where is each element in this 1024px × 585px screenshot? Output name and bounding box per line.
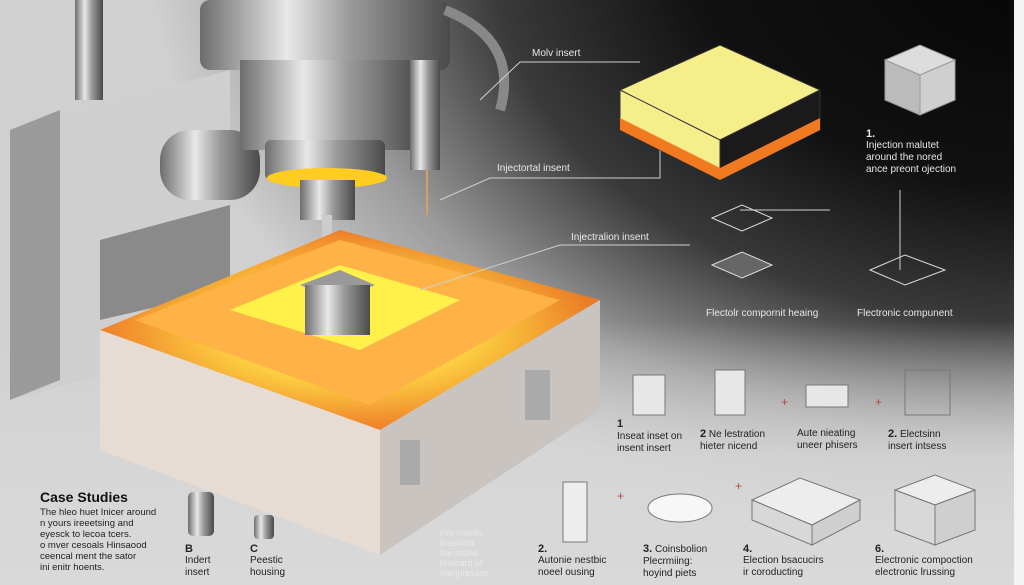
step-number: 2.	[538, 543, 548, 555]
label-electronic-component: Flectronic compunent	[857, 308, 953, 319]
line: Inserlind	[440, 538, 475, 548]
line: Aute nieating	[797, 428, 856, 439]
svg-text:+: +	[617, 489, 624, 503]
line: Inseat inset on	[617, 431, 683, 442]
line: Election bsacucirs	[743, 555, 824, 566]
top-right-note: 1. Injection malutet around the nored an…	[866, 128, 956, 176]
line: Ne lestration	[708, 429, 766, 440]
case-studies: Case Studies The hleo huet Inicer around…	[40, 489, 190, 573]
line: ini enitr hoents.	[40, 562, 105, 573]
svg-text:+: +	[781, 395, 788, 409]
line: insert intsess	[888, 441, 947, 452]
callout-pre-inserts: Pre-inselts Inserlind the round hnecard …	[440, 528, 489, 578]
callout-injection-insert-2: Injectralion insent	[571, 232, 649, 243]
line: Pre-inselts	[440, 528, 483, 538]
step-number: 1	[617, 418, 624, 430]
svg-text:+: +	[875, 395, 882, 409]
line: ance preont ojection	[866, 164, 957, 175]
callout-injection-insert: Injectortal insent	[497, 163, 570, 174]
line: ceencal ment the sator	[40, 551, 137, 562]
callout-mold-insert: Molv insert	[532, 48, 581, 59]
line: hnecard of	[440, 558, 483, 568]
line: hoyind piets	[643, 568, 697, 579]
right-border	[1014, 0, 1024, 585]
step-title: Coinsbolion	[654, 544, 708, 555]
line: hjer|pressse	[440, 568, 489, 578]
line: Indert	[185, 555, 211, 566]
wire-parts	[710, 204, 947, 286]
case-studies-title: Case Studies	[40, 489, 128, 505]
line: insent insert	[617, 443, 671, 454]
item-letter: B	[185, 543, 193, 555]
line: insert	[185, 567, 210, 578]
row1-icons	[632, 369, 951, 416]
insert-cube	[883, 44, 957, 116]
step-number: 3.	[643, 543, 653, 555]
item-letter: C	[250, 543, 258, 555]
label-composite-housing: Flectolr compornit heaing	[706, 308, 819, 319]
step-number: 1.	[866, 128, 876, 140]
line: electronic lrussing	[875, 567, 956, 578]
step-number: 6.	[875, 543, 885, 555]
line: Peestic	[250, 555, 283, 566]
line: Electronic compoction	[875, 555, 973, 566]
line: ir coroducting	[743, 567, 804, 578]
line: Autonie nestbic	[538, 555, 607, 566]
case-items	[188, 492, 274, 539]
line: the round	[440, 548, 479, 558]
step-number: 4.	[743, 543, 753, 555]
line: Injection malutet	[866, 140, 939, 151]
mold-insert-drawing	[618, 44, 822, 181]
line: n yours ireeetsing and	[40, 518, 134, 529]
line: o mver cesoals Hinsaood	[40, 540, 147, 551]
svg-text:+: +	[735, 479, 742, 493]
spindle	[200, 0, 510, 285]
line: around the nored	[866, 152, 943, 163]
line: hieter nicend	[700, 441, 758, 452]
line: housing	[250, 567, 286, 578]
line: Electsinn	[899, 429, 941, 440]
step-number: 2	[700, 428, 707, 440]
line: uneer phisers	[797, 440, 858, 451]
line: eyesck to lecoa tcers.	[40, 529, 132, 540]
mold-block	[100, 230, 600, 555]
line: Plecrmiing:	[643, 556, 693, 567]
step-number: 2.	[888, 428, 898, 440]
row2-icons	[562, 474, 977, 546]
line: noeel ousing	[538, 567, 595, 578]
line: The hleo huet Inicer around	[40, 507, 157, 518]
